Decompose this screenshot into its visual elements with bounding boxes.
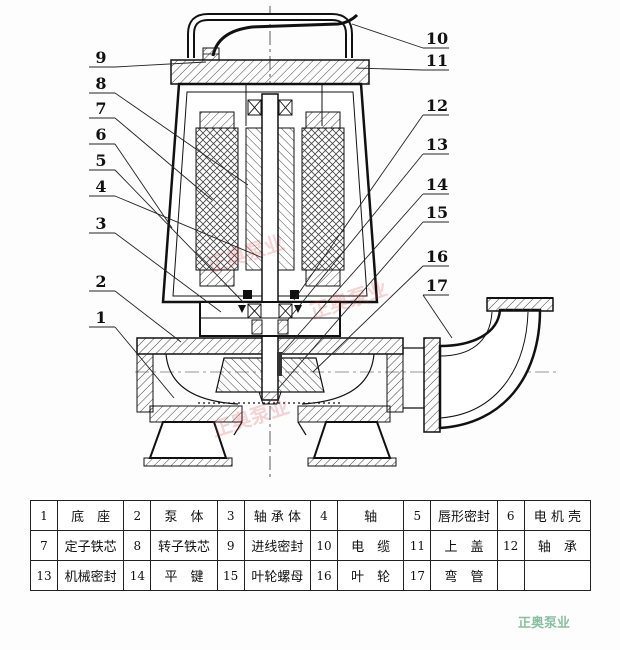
leader-line (114, 326, 175, 399)
callout-number: 10 (426, 29, 448, 48)
leader-line (114, 117, 213, 201)
leader-line (114, 232, 222, 313)
leader-line (114, 61, 207, 68)
part-name-cell: 转子铁芯 (151, 531, 218, 561)
pump-cross-section-diagram: 9 8 7 6 5 4 3 2 1 10 11 12 13 14 15 16 17 (89, 6, 558, 478)
part-name-cell: 叶轮螺母 (244, 561, 311, 591)
callout-number: 13 (426, 135, 448, 154)
callout-number: 6 (95, 125, 106, 144)
leader-line (114, 143, 173, 229)
part-number-cell: 4 (311, 501, 338, 531)
part-number-cell: 13 (31, 561, 58, 591)
part-number-cell: 9 (217, 531, 245, 561)
part-name-cell: 进线密封 (244, 531, 311, 561)
leader-line (351, 23, 424, 49)
callout-number: 8 (95, 74, 106, 93)
bearing-lower (247, 303, 293, 319)
part-number-cell: 15 (217, 561, 245, 591)
leader-line (312, 265, 424, 373)
impeller-nut (258, 391, 282, 405)
leader-line (276, 221, 424, 391)
shaft-key (277, 352, 282, 376)
part-name-cell (524, 561, 591, 591)
bearing-body (199, 290, 341, 337)
leader-line (114, 195, 264, 259)
part-number-cell (497, 561, 525, 591)
discharge-elbow (403, 297, 554, 433)
part-number-cell: 16 (311, 561, 338, 591)
leader-line (355, 67, 424, 71)
part-number-cell: 3 (217, 501, 245, 531)
part-name-cell: 轴 (338, 501, 405, 531)
mechanical-seal (251, 319, 289, 335)
part-number-cell: 5 (404, 501, 432, 531)
bearing-upper (247, 99, 293, 116)
leader-line (422, 294, 453, 339)
part-number-cell: 7 (31, 531, 58, 561)
part-name-cell: 定子铁芯 (58, 531, 125, 561)
leader-line (114, 290, 182, 343)
callout-number: 14 (426, 175, 448, 194)
pump-handle (187, 13, 353, 58)
part-name-cell: 电 缆 (338, 531, 405, 561)
part-number-cell: 2 (124, 501, 152, 531)
callout-number: 2 (95, 272, 106, 291)
leader-line (114, 169, 245, 304)
callout-layer: 9 8 7 6 5 4 3 2 1 10 11 12 13 14 15 16 17 (89, 23, 453, 399)
lip-seal (238, 305, 302, 313)
part-number-cell: 8 (124, 531, 152, 561)
part-name-cell: 轴 承 (524, 531, 591, 561)
part-name-cell: 弯 管 (431, 561, 498, 591)
part-name-cell: 泵 体 (151, 501, 218, 531)
leader-line (281, 193, 424, 354)
callout-number: 12 (426, 96, 448, 115)
callout-number: 17 (426, 276, 448, 295)
leader-line (114, 92, 249, 186)
callout-number: 4 (95, 177, 106, 196)
callout-number: 9 (95, 48, 106, 67)
leader-line (293, 114, 424, 301)
part-name-cell: 叶 轮 (338, 561, 405, 591)
callout-number: 5 (95, 151, 106, 170)
shaft (261, 93, 279, 401)
part-number-cell: 10 (311, 531, 338, 561)
leader-line (286, 153, 424, 322)
part-name-cell: 平 键 (151, 561, 218, 591)
watermark-text: 正奥泵业 (518, 616, 571, 631)
part-number-cell: 14 (124, 561, 152, 591)
callout-number: 11 (426, 51, 448, 70)
part-number-cell: 1 (31, 501, 58, 531)
part-number-cell: 11 (404, 531, 432, 561)
callout-number: 15 (426, 203, 448, 222)
callout-number: 7 (95, 99, 106, 118)
part-name-cell: 上 盖 (431, 531, 498, 561)
part-number-cell: 17 (404, 561, 432, 591)
part-name-cell: 底 座 (58, 501, 125, 531)
power-cable (211, 13, 359, 57)
base (143, 421, 397, 467)
part-number-cell: 6 (497, 501, 525, 531)
callout-number: 16 (426, 247, 448, 266)
cable-gland-seal (202, 47, 220, 61)
stator-core (195, 111, 345, 287)
callout-number: 3 (95, 214, 106, 233)
part-name-cell: 电 机 壳 (524, 501, 591, 531)
part-name-cell: 机械密封 (58, 561, 125, 591)
pump-drawing: 9 8 7 6 5 4 3 2 1 10 11 12 13 14 15 16 17 (89, 6, 558, 478)
callout-number: 1 (95, 308, 106, 327)
part-name-cell: 唇形密封 (431, 501, 498, 531)
part-number-cell: 12 (497, 531, 525, 561)
part-name-cell: 轴 承 体 (244, 501, 311, 531)
